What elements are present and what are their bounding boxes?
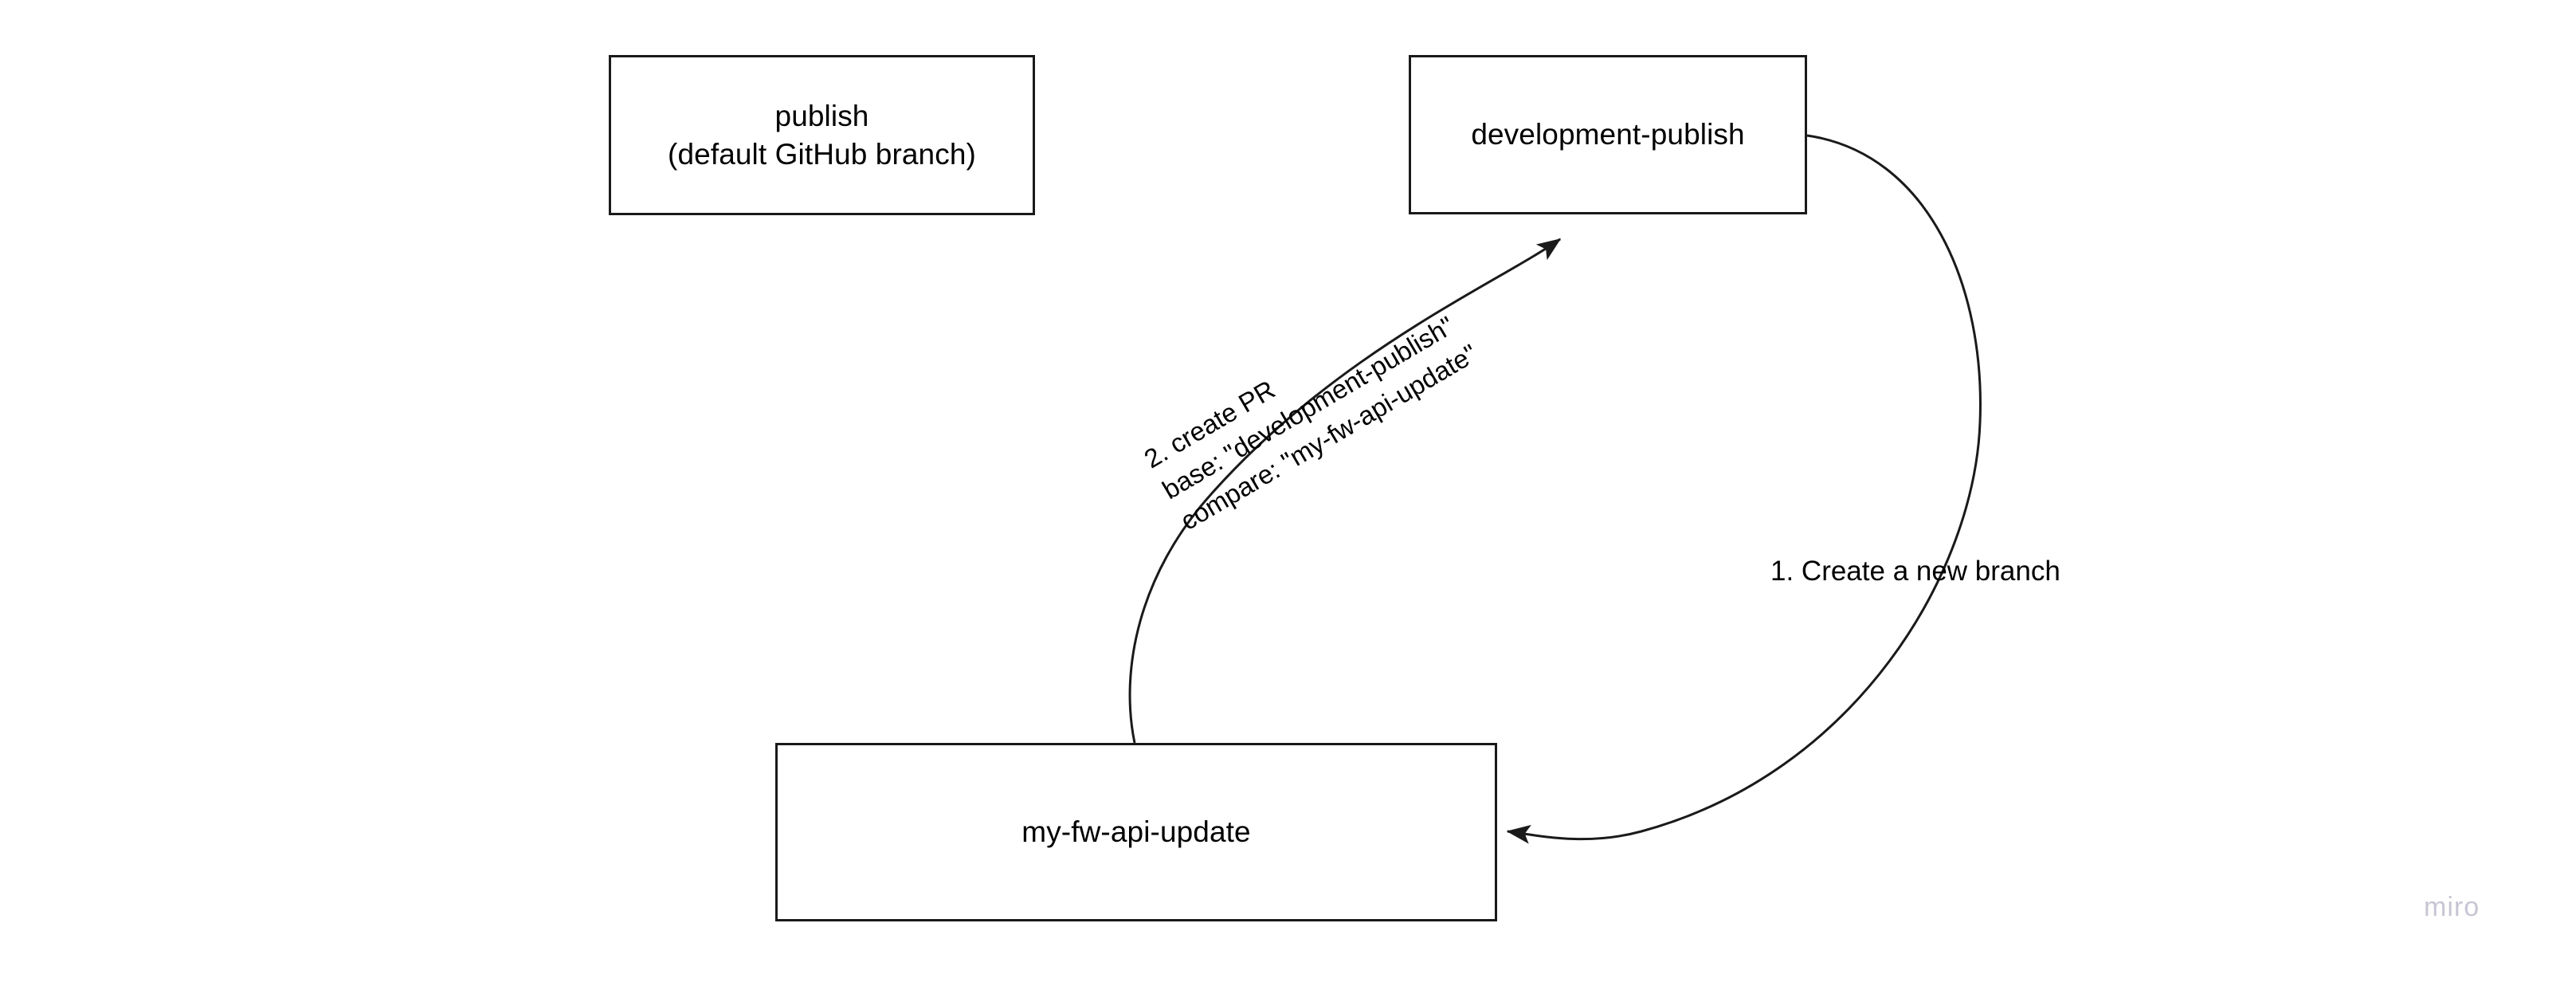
edge-create-branch-path <box>1506 134 1982 844</box>
edge-label-create-pr: 2. create PR base: "development-publish"… <box>1139 310 1483 536</box>
node-my-fw-api-update[interactable]: my-fw-api-update <box>775 743 1497 921</box>
edge-label-create-branch: 1. Create a new branch <box>1770 556 2060 587</box>
node-development-publish-label: development-publish <box>1471 118 1745 151</box>
node-publish-label: publish (default GitHub branch) <box>668 100 976 171</box>
node-development-publish[interactable]: development-publish <box>1409 55 1807 214</box>
node-my-fw-api-update-label: my-fw-api-update <box>1021 815 1251 849</box>
node-publish[interactable]: publish (default GitHub branch) <box>609 55 1035 215</box>
miro-watermark: miro <box>2424 892 2480 922</box>
